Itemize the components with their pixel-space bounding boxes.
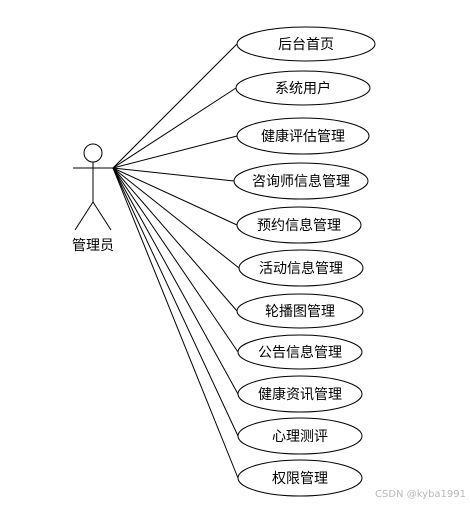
use-case-ellipse <box>237 417 363 455</box>
association-line <box>112 167 235 182</box>
use-case-ellipse <box>237 375 363 413</box>
association-line <box>112 135 238 169</box>
use-case-label: 轮播图管理 <box>265 304 335 320</box>
use-case-list: 后台首页系统用户健康评估管理咨询师信息管理预约信息管理活动信息管理轮播图管理公告… <box>233 26 376 497</box>
use-case-ellipse <box>238 249 364 287</box>
use-case-label: 权限管理 <box>272 471 328 487</box>
use-case-label: 活动信息管理 <box>259 260 343 277</box>
use-case-label: 公告信息管理 <box>258 344 342 361</box>
use-case-ellipse <box>237 459 363 497</box>
association-line <box>112 167 239 395</box>
association-line <box>112 43 238 169</box>
actor-admin: 管理员 <box>72 143 114 254</box>
use-case: 心理测评 <box>237 417 363 455</box>
use-case-label: 预约信息管理 <box>257 217 341 234</box>
use-case: 健康评估管理 <box>236 117 370 155</box>
association-line <box>112 167 239 437</box>
association-lines <box>112 43 240 479</box>
actor-left-leg <box>74 201 94 231</box>
use-case-label: 后台首页 <box>278 37 334 53</box>
use-case: 系统用户 <box>235 70 371 106</box>
actor-right-leg <box>92 201 112 231</box>
use-case-label: 健康资讯管理 <box>258 386 342 403</box>
use-case: 公告信息管理 <box>237 334 363 370</box>
use-case-ellipse <box>236 206 362 244</box>
use-case: 预约信息管理 <box>236 206 362 244</box>
use-case: 健康资讯管理 <box>237 375 363 413</box>
use-case-ellipse <box>235 70 371 106</box>
use-case-ellipse <box>236 117 370 155</box>
use-case-label: 系统用户 <box>275 80 331 97</box>
use-case: 轮播图管理 <box>236 293 364 329</box>
use-case-ellipse <box>237 334 363 370</box>
association-line <box>112 87 237 169</box>
use-case: 活动信息管理 <box>238 249 364 287</box>
association-line <box>112 167 239 353</box>
watermark: CSDN @kyba1991 <box>375 489 466 500</box>
use-case: 后台首页 <box>236 26 376 62</box>
association-line <box>112 167 238 312</box>
association-line <box>112 167 240 269</box>
association-line <box>112 167 238 226</box>
use-case-label: 心理测评 <box>272 429 328 445</box>
use-case-label: 健康评估管理 <box>261 128 345 145</box>
use-case: 权限管理 <box>237 459 363 497</box>
use-case: 咨询师信息管理 <box>233 162 369 200</box>
association-line <box>112 167 239 479</box>
use-case-ellipse <box>233 162 369 200</box>
use-case-ellipse <box>236 293 364 329</box>
actor-head <box>83 143 103 163</box>
actor-label: 管理员 <box>72 238 114 254</box>
use-case-ellipse <box>236 26 376 62</box>
use-case-label: 咨询师信息管理 <box>252 173 350 190</box>
